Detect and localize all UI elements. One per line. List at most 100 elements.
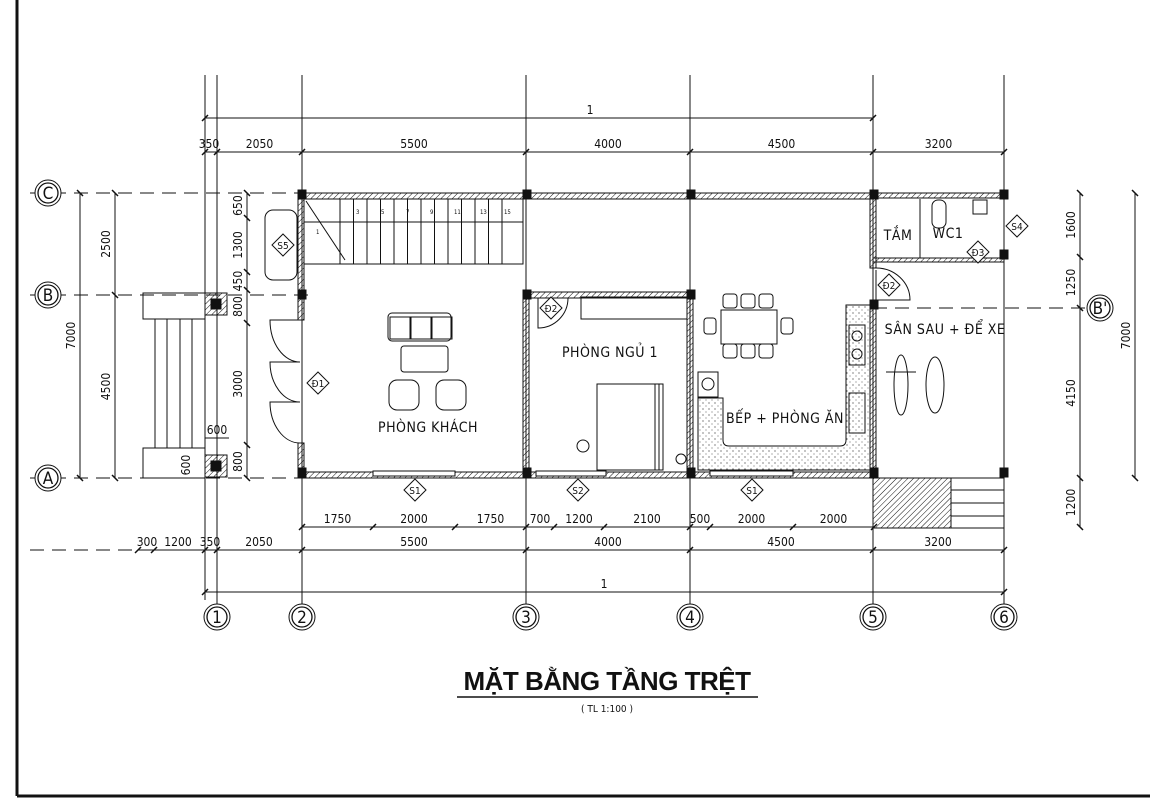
dimension-tick — [1076, 189, 1084, 197]
dimension-tick — [298, 546, 306, 554]
dimension-tick — [869, 114, 877, 122]
dimension-tick — [243, 214, 251, 222]
room-label-living: PHÒNG KHÁCH — [378, 418, 478, 436]
door-swing — [875, 267, 911, 301]
grid-bubble-column-inner — [291, 606, 313, 628]
chair — [740, 293, 756, 309]
dimension-label: 2050 — [245, 535, 273, 549]
dimension-label: 1200 — [565, 512, 593, 526]
dimension-tick — [1076, 304, 1084, 312]
structural-column — [999, 467, 1009, 478]
grid-bubble-column-inner — [679, 606, 701, 628]
dimension-tick — [111, 189, 119, 197]
door-window-tag: Đ2 — [883, 281, 896, 292]
door-swing — [269, 361, 301, 403]
chair — [740, 343, 756, 359]
dimension-tick — [298, 148, 306, 156]
dimension-tick — [243, 189, 251, 197]
grid-bubble-row-outer — [34, 179, 62, 207]
dimension-tick — [522, 546, 530, 554]
kitchen-counter — [697, 304, 871, 471]
grid-bubble-column: 2 — [297, 608, 307, 628]
burner — [851, 348, 863, 360]
drawing-title: MẶT BẰNG TẦNG TRỆT — [463, 666, 751, 696]
door-window-tag: S1 — [409, 486, 420, 497]
dimension-label: 350 — [200, 535, 221, 549]
dimension-label: 7000 — [1119, 322, 1133, 350]
bed — [596, 383, 660, 471]
door-window-tag-diamond — [271, 233, 295, 257]
door-window-tag: S5 — [277, 241, 288, 252]
door-swing — [269, 319, 301, 363]
door-window-tag: S2 — [572, 486, 583, 497]
door-swing — [269, 401, 301, 444]
door-window-tag: Đ3 — [972, 248, 985, 259]
grid-bubble-column: 6 — [999, 608, 1009, 628]
stair-number: 13 — [480, 209, 487, 216]
armchair — [388, 379, 420, 411]
room-label-yard: SÂN SAU + ĐỂ XE — [885, 319, 1006, 338]
dimension-label: 4000 — [594, 535, 622, 549]
sofa — [387, 312, 452, 342]
dimension-tick — [686, 546, 694, 554]
grid-bubble-column: 1 — [212, 608, 222, 628]
dimension-tick — [869, 148, 877, 156]
porch-column-core — [210, 298, 222, 310]
walls — [204, 189, 1009, 479]
door-window-tag: Đ2 — [545, 304, 558, 315]
dimension-tick — [76, 189, 84, 197]
structural-column — [999, 189, 1009, 200]
grid-bubble-row-outer — [34, 281, 62, 309]
stove — [848, 324, 866, 366]
grid-bubble-column-outer — [288, 603, 316, 631]
wall — [522, 291, 530, 479]
wall — [686, 291, 694, 479]
wall — [297, 192, 305, 321]
dimension-label: 1250 — [1064, 269, 1078, 297]
dimension-tick — [706, 523, 714, 531]
grid-bubble-column-outer — [676, 603, 704, 631]
structural-column — [297, 467, 307, 478]
dining-table — [720, 309, 778, 345]
room-label-wc: WC1 — [933, 226, 964, 242]
dimension-label: 2100 — [633, 512, 661, 526]
wall — [301, 192, 874, 200]
grid-bubble-column-outer — [512, 603, 540, 631]
stair-number: 1 — [316, 229, 319, 236]
door-window-tag-diamond — [1005, 214, 1029, 238]
dimension-tick — [298, 523, 306, 531]
grid-bubble-row-inner — [37, 284, 59, 306]
wall — [869, 299, 877, 479]
structural-column — [869, 299, 879, 310]
grid-bubble-column: 3 — [521, 608, 531, 628]
stair-number: 15 — [504, 209, 511, 216]
grid-bubble-column-outer — [203, 603, 231, 631]
chair — [780, 317, 794, 335]
structural-column — [522, 467, 532, 478]
stair-number: 3 — [356, 209, 359, 216]
dimension-tick — [686, 148, 694, 156]
window — [709, 470, 794, 477]
grid-bubble-row-outer — [1086, 294, 1114, 322]
dimension-tick — [1000, 588, 1008, 596]
dimension-tick — [522, 148, 530, 156]
wall — [872, 192, 1005, 199]
door-window-tag: S4 — [1011, 222, 1023, 233]
door-window-tag-diamond — [539, 296, 563, 320]
chair — [758, 293, 774, 309]
washing-machine — [697, 371, 719, 398]
structural-column — [686, 467, 696, 478]
drawing-scale: ( TL 1:100 ) — [581, 704, 633, 715]
dimension-label: 2050 — [246, 137, 274, 151]
rear-ramp — [872, 477, 952, 529]
dimension-tick — [201, 546, 209, 554]
structural-column — [522, 289, 532, 300]
dimension-label: 2000 — [820, 512, 848, 526]
dimension-label: 1300 — [231, 231, 245, 259]
structural-column — [999, 249, 1009, 260]
chair — [722, 343, 738, 359]
stair-number: 7 — [406, 209, 409, 216]
